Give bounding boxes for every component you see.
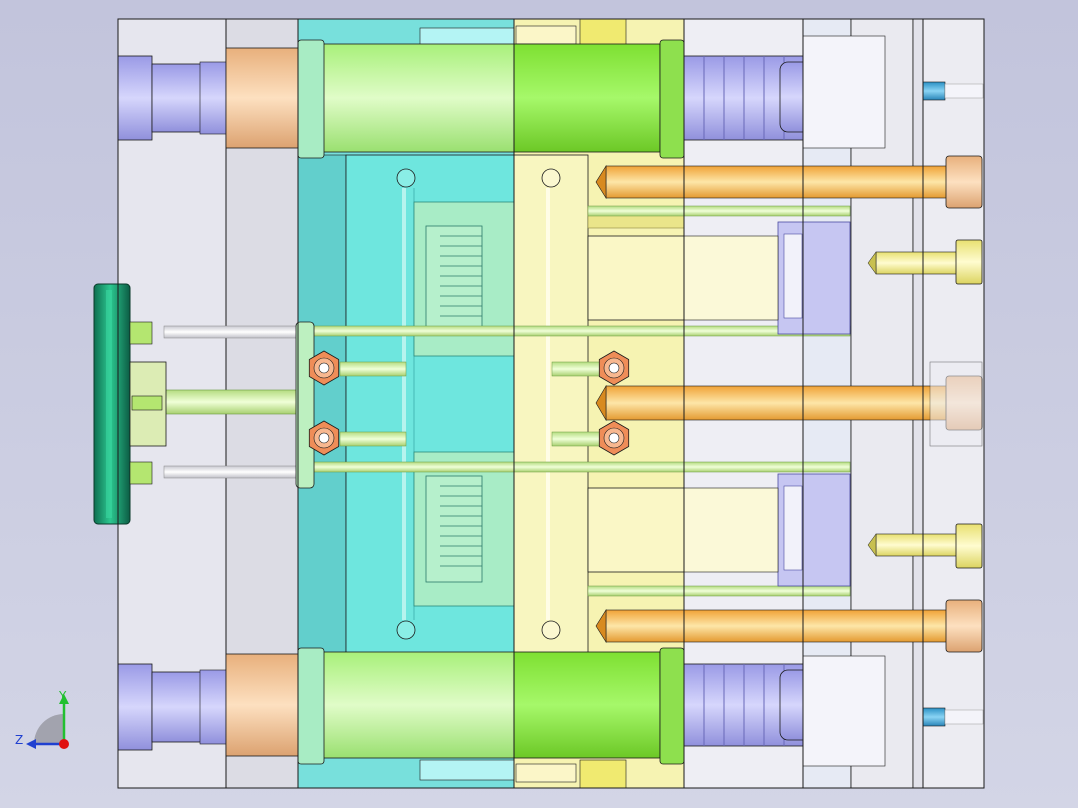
puller-rod-upper (339, 361, 407, 377)
slider-blocks (683, 221, 851, 587)
yellow-tab-bottom (515, 763, 577, 783)
slider-guide-lower (683, 487, 779, 573)
z-axis-arrow (26, 739, 36, 749)
axis-triad[interactable]: Y Z (15, 689, 69, 749)
screw-upper-tip (867, 251, 877, 275)
guide-pillar-head-top[interactable] (117, 55, 153, 141)
y-axis-label: Y (58, 689, 67, 703)
guide-pillar-collar-top (199, 61, 227, 135)
guide-pillar-top (117, 35, 984, 159)
cooling-nipple-top[interactable] (922, 81, 946, 101)
screw-upper-head (955, 239, 983, 285)
guide-pillar-bottom (117, 647, 984, 767)
slider-lower-notch (783, 485, 803, 571)
part-rib-frame-upper (425, 225, 483, 333)
ejector-pin-1-tip (595, 164, 607, 200)
puller-rod-lower-r (551, 431, 605, 447)
ejector-pin-3-tip (595, 608, 607, 644)
ejector-pins (595, 155, 983, 653)
guide-pillar-head-bottom[interactable] (117, 663, 153, 751)
guide-sleeve-cyan-top[interactable] (297, 43, 515, 153)
plate-edges (117, 18, 985, 789)
runner-rod-upper-1[interactable] (313, 325, 851, 337)
core-block-upper[interactable] (587, 235, 685, 321)
hex-nut-4[interactable] (598, 420, 630, 456)
hex-nuts (308, 350, 630, 456)
guide-sleeve-cyan-bottom[interactable] (297, 651, 515, 759)
yellow-tab-top (515, 25, 577, 45)
screws-right (867, 239, 983, 569)
yellow-pocket-top (579, 18, 627, 46)
core-insert[interactable] (513, 154, 589, 656)
ejector-pin-2[interactable] (605, 385, 951, 421)
tie-rod-upper[interactable] (163, 325, 305, 339)
hex-nut-2[interactable] (308, 420, 340, 456)
sprue-pin-top (129, 321, 153, 345)
guide-sleeve-cap-top (297, 39, 325, 159)
guide-bush-peach-top[interactable] (225, 47, 299, 149)
part-rib-frame-lower (425, 475, 483, 583)
guide-sleeve-cap-bottom (297, 647, 325, 765)
cavity-insert-group (297, 27, 515, 781)
screw-lower-head (955, 523, 983, 569)
horizontal-rods (159, 205, 851, 597)
ejector-pin-3-head (945, 599, 983, 653)
cooling-hole-bottom-yellow (541, 620, 561, 640)
screw-lower-tip (867, 533, 877, 557)
guide-pillar-collar-bottom (199, 669, 227, 745)
triad-arc (34, 714, 64, 744)
guide-bush-peach-bottom[interactable] (225, 653, 299, 757)
stop-pin-top (802, 35, 886, 149)
cooling-nipple-bottom[interactable] (922, 707, 946, 727)
cooling-hole-top-cyan (396, 168, 416, 188)
part-ribs-upper (440, 235, 482, 317)
tie-rod-lower[interactable] (163, 465, 305, 479)
y-axis-arrow (59, 694, 69, 704)
locating-ring-assembly (93, 283, 167, 525)
screw-lower-shank[interactable] (875, 533, 959, 557)
puller-bar[interactable] (295, 321, 315, 489)
cyan-pocket-bottom (419, 759, 515, 781)
spring-coils-bottom (703, 664, 785, 746)
cooling-hose-bottom (944, 709, 984, 725)
yellow-pocket-bottom (579, 759, 627, 789)
screw-upper-shank[interactable] (875, 251, 959, 275)
slider-guide-upper (683, 235, 779, 321)
guide-bush-lime-top[interactable] (513, 43, 661, 153)
ejector-pin-2-shoulder (929, 361, 983, 447)
cooling-hole-bottom-cyan (396, 620, 416, 640)
runner-rod-lower-1[interactable] (313, 461, 851, 473)
sprue-bushing-rod[interactable] (159, 389, 301, 415)
core-insert-group (513, 18, 685, 789)
hex-nut-1[interactable] (308, 350, 340, 386)
stop-pin-bottom (802, 655, 886, 767)
puller-rod-upper-r (551, 361, 605, 377)
guide-bush-lime-bottom[interactable] (513, 651, 661, 759)
sprue-pin-mid (131, 395, 163, 411)
cooling-hose-top (944, 83, 984, 99)
runner-rod-lower-2[interactable] (587, 585, 851, 597)
sprue-pin-bottom (129, 461, 153, 485)
ejector-pin-2-tip (595, 384, 607, 422)
guide-bush-lime-cap-top (659, 39, 685, 159)
guide-bush-lime-cap-bottom (659, 647, 685, 765)
runner-rod-upper-2[interactable] (587, 205, 851, 217)
slider-upper-notch (783, 233, 803, 319)
locating-ring-lip (106, 290, 112, 518)
core-block-lower[interactable] (587, 487, 685, 573)
ejector-pin-1[interactable] (605, 165, 951, 199)
x-axis-dot (59, 739, 69, 749)
cooling-hole-top-yellow (541, 168, 561, 188)
ejector-pin-3[interactable] (605, 609, 951, 643)
z-axis-label: Z (15, 733, 23, 747)
part-ribs-lower (440, 485, 482, 567)
ejector-pin-1-head (945, 155, 983, 209)
hex-nut-3[interactable] (598, 350, 630, 386)
puller-rod-lower (339, 431, 407, 447)
spring-coils-top (703, 56, 785, 140)
